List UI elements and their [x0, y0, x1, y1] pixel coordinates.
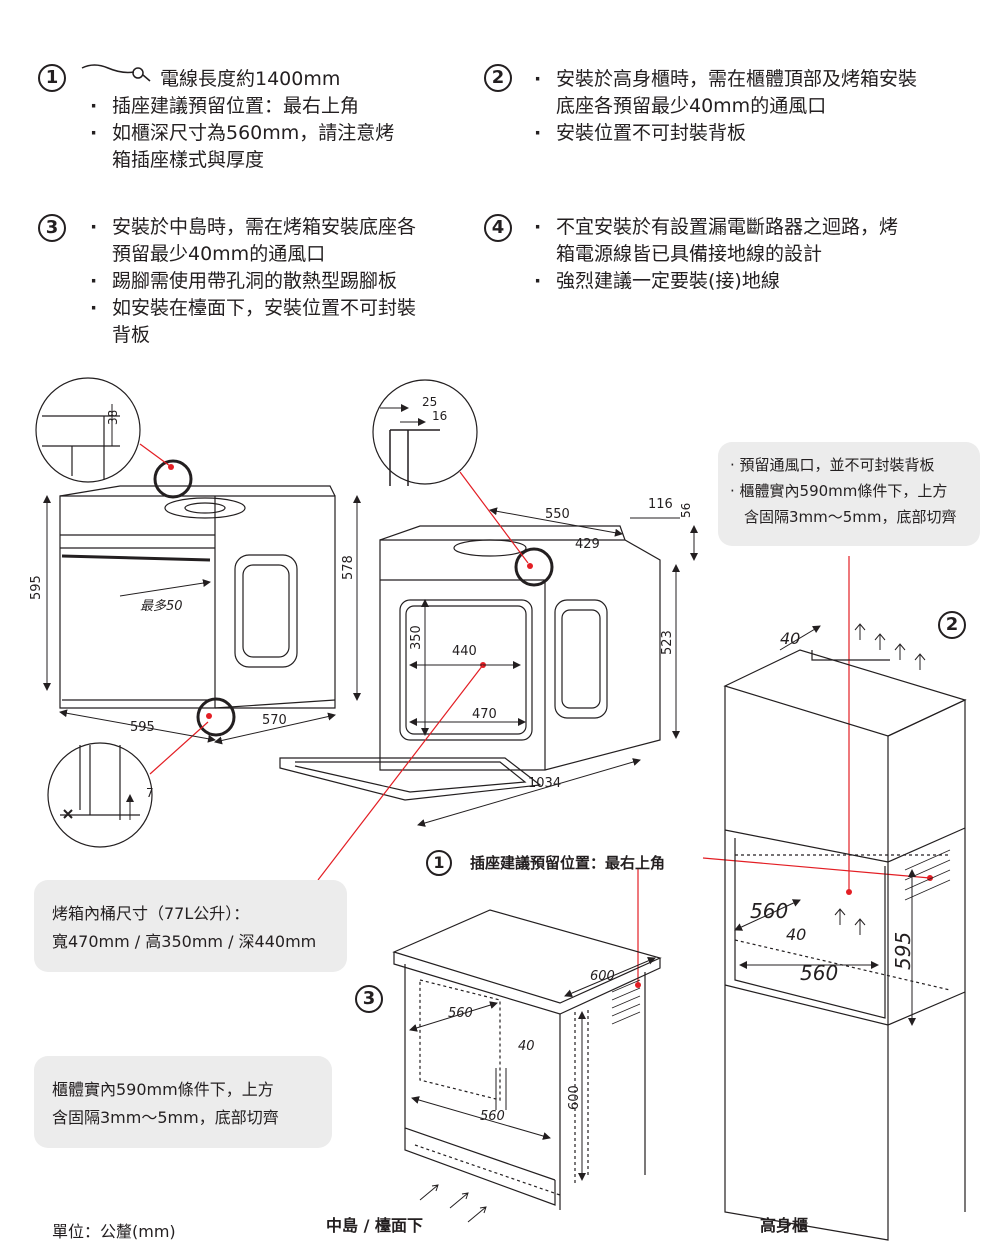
socket-label-number: 1 — [426, 850, 452, 876]
note-1-item: 插座建議預留位置：最右上角 — [86, 93, 466, 120]
dim-578: 578 — [341, 555, 356, 580]
note-2-item: 安裝位置不可封裝背板 — [530, 120, 980, 147]
dim-429: 429 — [575, 537, 600, 552]
island-dim-560b: 560 — [480, 1109, 505, 1124]
note-4-number: 4 — [484, 214, 512, 242]
island-dim-560: 560 — [448, 1006, 473, 1021]
tall-caption: 高身櫃 — [760, 1216, 809, 1235]
detail-dot — [527, 563, 533, 569]
unit-label: 單位：公釐(mm) — [52, 1222, 176, 1241]
island-caption: 中島 / 檯面下 — [326, 1216, 423, 1235]
dim-570: 570 — [262, 713, 287, 728]
cavity-note-line1: 烤箱內桶尺寸（77L公升）： — [52, 904, 250, 923]
note-2-item: 安裝於高身櫃時，需在櫃體頂部及烤箱安裝 — [530, 66, 980, 93]
island-number: 3 — [355, 985, 383, 1013]
tall-cabinet-note: · 預留通風口，並不可封裝背板 · 櫃體實內590mm條件下，上方 含固隔3mm… — [718, 442, 980, 546]
note-4-item: 強烈建議一定要裝(接)地線 — [530, 268, 980, 295]
detail-dot — [206, 713, 212, 719]
note-3-number: 3 — [38, 214, 66, 242]
tall-dim-40: 40 — [780, 629, 800, 648]
dim-523: 523 — [660, 630, 675, 655]
island-dim-600-v: 600 — [567, 1085, 582, 1110]
dim-550: 550 — [545, 507, 570, 522]
tall-cabinet — [723, 649, 967, 1241]
dim-350: 350 — [409, 625, 424, 650]
oven-open-view — [279, 525, 661, 801]
note-3-item: 踢腳需使用帶孔洞的散熱型踢腳板 — [86, 268, 486, 295]
oven-front-view — [59, 485, 336, 709]
dim-440: 440 — [452, 644, 477, 659]
tall-dim-595: 595 — [891, 932, 915, 970]
detail-circle — [153, 459, 193, 499]
tall-dim-40b: 40 — [786, 925, 806, 944]
dim-38: 38 — [106, 410, 120, 425]
vent-arrows-tall — [834, 623, 926, 935]
detail-circle — [196, 697, 236, 737]
cavity-size-note: 烤箱內桶尺寸（77L公升）： 寬470mm / 高350mm / 深440mm — [34, 880, 347, 972]
island-dim-600: 600 — [590, 969, 615, 984]
dim-470: 470 — [472, 707, 497, 722]
note-4: 不宜安裝於有設置漏電斷路器之迴路，烤 箱電源線皆已具備接地線的設計 強烈建議一定… — [530, 214, 980, 295]
note-1-item: 如櫃深尺寸為560mm，請注意烤 — [86, 120, 466, 147]
note-3-item: 背板 — [112, 324, 151, 346]
dim-16: 16 — [432, 409, 447, 423]
vent-arrows-island — [419, 1184, 487, 1223]
tall-dim-560: 560 — [750, 899, 788, 923]
note-1-lead: 電線長度約1400mm — [160, 68, 341, 90]
note-3-item: 如安裝在檯面下，安裝位置不可封裝 — [86, 295, 486, 322]
note-1-number: 1 — [38, 64, 66, 92]
tall-note-line1: · 預留通風口，並不可封裝背板 — [730, 456, 935, 474]
note-3-item: 預留最少40mm的通風口 — [112, 243, 326, 265]
note-1: 電線長度約1400mm 插座建議預留位置：最右上角 如櫃深尺寸為560mm，請注… — [86, 66, 466, 174]
note-2-item: 底座各預留最少40mm的通風口 — [556, 95, 827, 117]
note-2: 安裝於高身櫃時，需在櫃體頂部及烤箱安裝 底座各預留最少40mm的通風口 安裝位置… — [530, 66, 980, 147]
note-1-item: 箱插座樣式與厚度 — [112, 149, 265, 171]
cabinet-note-line2: 含固隔3mm～5mm，底部切齊 — [52, 1108, 279, 1127]
note-4-item: 箱電源線皆已具備接地線的設計 — [556, 243, 823, 265]
tall-note-line3: 含固隔3mm～5mm，底部切齊 — [744, 508, 957, 526]
island-dim-40: 40 — [518, 1039, 535, 1054]
dim-595-v: 595 — [29, 575, 44, 600]
note-3-item: 安裝於中島時，需在烤箱安裝底座各 — [86, 214, 486, 241]
dim-116: 116 — [648, 497, 673, 512]
power-cord-icon — [81, 64, 151, 82]
socket-label: 插座建議預留位置：最右上角 — [470, 854, 666, 872]
note-4-item: 不宜安裝於有設置漏電斷路器之迴路，烤 — [530, 214, 980, 241]
dim-1034: 1034 — [528, 776, 561, 791]
cavity-note-line2: 寬470mm / 高350mm / 深440mm — [52, 932, 317, 951]
tall-note-line2: · 櫃體實內590mm條件下，上方 — [730, 482, 948, 500]
tall-number: 2 — [938, 611, 966, 639]
dim-7: 7 — [146, 786, 154, 800]
detail-circle — [514, 547, 554, 587]
note-3: 安裝於中島時，需在烤箱安裝底座各 預留最少40mm的通風口 踢腳需使用帶孔洞的散… — [86, 214, 486, 349]
dim-595-h: 595 — [130, 720, 155, 735]
cabinet-note-line1: 櫃體實內590mm條件下，上方 — [52, 1080, 274, 1099]
note-2-number: 2 — [484, 64, 512, 92]
dim-56: 56 — [679, 503, 693, 518]
island-cabinet — [392, 909, 662, 1210]
max-50-label: 最多50 — [140, 599, 183, 614]
cabinet-note: 櫃體實內590mm條件下，上方 含固隔3mm～5mm，底部切齊 — [34, 1056, 332, 1148]
dim-25: 25 — [422, 395, 437, 409]
